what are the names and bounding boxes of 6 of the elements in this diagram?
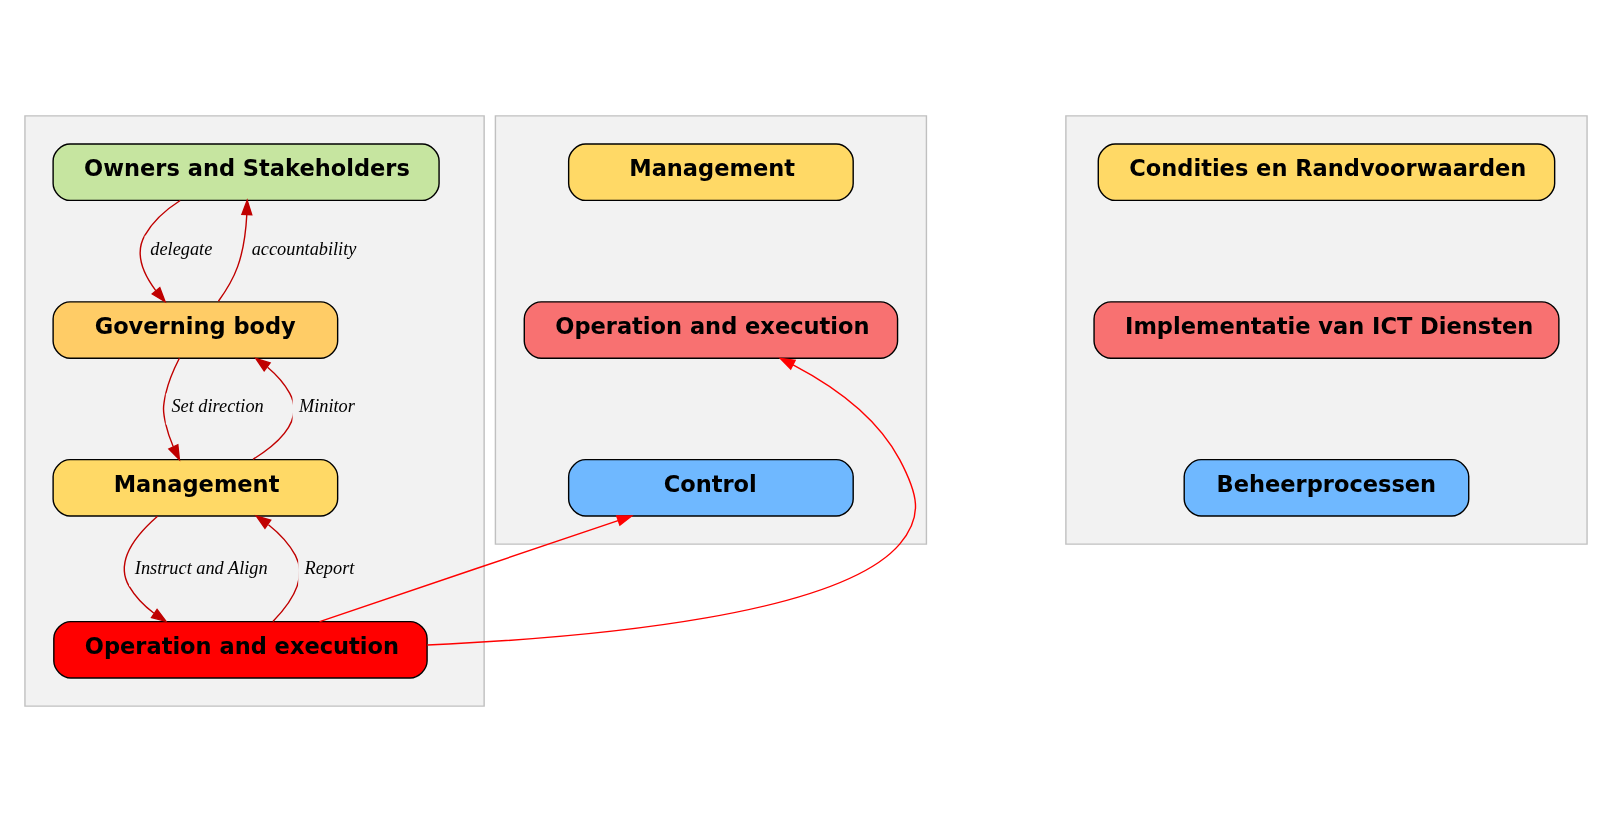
edge-label: delegate (150, 238, 213, 259)
edge-label: Report (304, 558, 355, 579)
edge-label: Minitor (298, 396, 355, 417)
edge-label: accountability (251, 238, 357, 259)
edge-label: Instruct and Align (134, 558, 268, 579)
edge-label: Set direction (171, 396, 264, 417)
